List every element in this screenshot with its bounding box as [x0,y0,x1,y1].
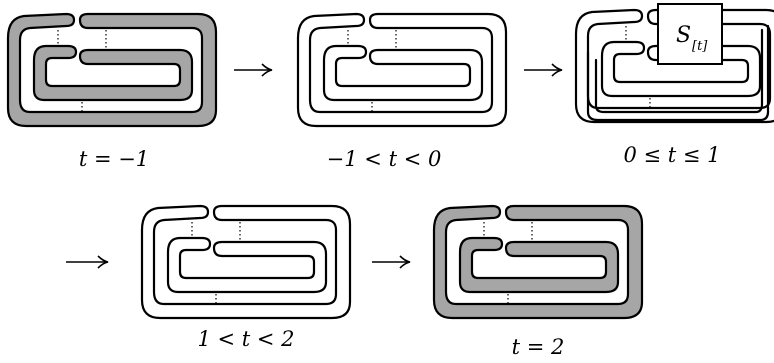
arrow-2 [524,63,563,77]
panel-label-2: −1 < t < 0 [327,147,442,171]
panel-label-5: t = 2 [512,335,565,359]
s-box [657,3,723,65]
arrow-1 [234,63,273,77]
panel-label-4: 1 < t < 2 [197,327,294,351]
arrow-3 [66,255,109,269]
panel-minus1-to-0: −1 < t < 0 [296,12,508,171]
box-label: S [676,23,691,48]
arrow-4 [372,255,411,269]
panel-label-3: 0 ≤ t ≤ 1 [623,143,720,167]
box-subscript: [t] [692,39,708,54]
panel-label-1: t = −1 [79,147,149,171]
panel-1-to-2: 1 < t < 2 [140,204,352,351]
panel-t-minus-1: t = −1 [6,12,218,171]
panel-0-to-1: S [t] 0 ≤ t ≤ 1 [574,3,774,167]
panel-t-2: t = 2 [432,204,644,359]
